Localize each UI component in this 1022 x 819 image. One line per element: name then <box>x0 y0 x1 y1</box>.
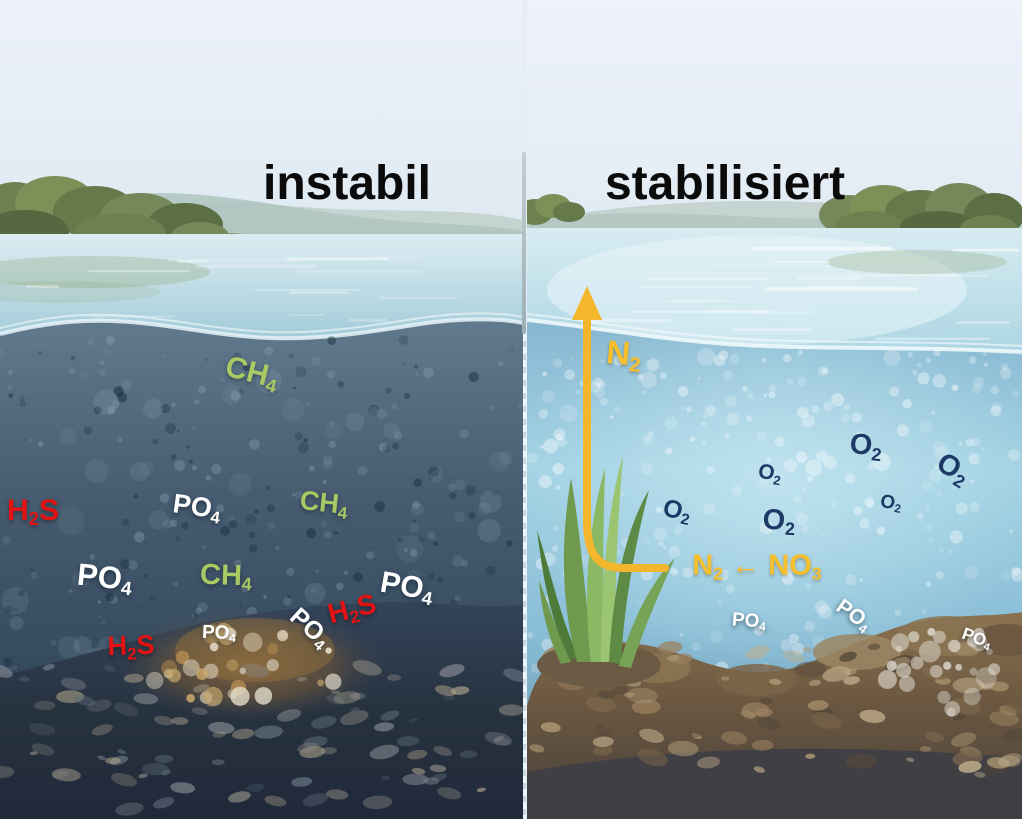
panel-divider <box>522 152 526 334</box>
surface-ripples <box>25 256 458 322</box>
panel-divider-dashed <box>523 334 526 819</box>
water-light-shaft <box>527 290 1022 670</box>
waterline-highlight <box>0 312 523 334</box>
sediment-deep-layer <box>527 748 1022 819</box>
waterline-crest <box>0 317 523 341</box>
sediment-pebbles <box>0 660 523 816</box>
title-stabilisiert: stabilisiert <box>604 157 846 210</box>
arrowhead <box>572 286 602 320</box>
n2-outgassing-arrow <box>572 286 669 572</box>
tree-reflection <box>0 256 210 288</box>
bright-pebbles <box>146 622 342 707</box>
tree-reflection <box>0 281 160 303</box>
title-instabil: instabil <box>262 157 432 210</box>
bubble-cluster <box>877 627 1001 717</box>
sediment-brown-patch <box>115 609 385 721</box>
panel-stabilisiert-scene <box>527 0 1022 819</box>
panel-instabil-scene <box>0 0 523 819</box>
tree-reflection <box>827 250 1007 274</box>
